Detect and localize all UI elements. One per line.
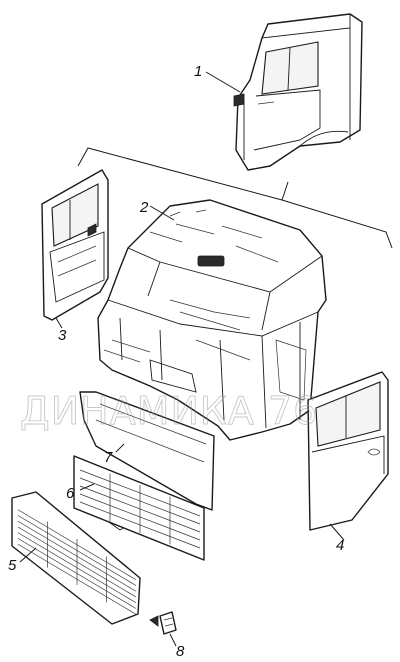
leader-1 — [205, 71, 241, 93]
cab-frame — [97, 199, 327, 441]
lower-grille — [11, 491, 141, 625]
callout-1: 1 — [194, 63, 202, 80]
leader-3 — [55, 317, 63, 329]
callout-6: 6 — [66, 485, 75, 502]
bracket-part — [149, 611, 177, 635]
radiator-grille — [73, 455, 205, 561]
right-door — [307, 371, 389, 531]
leader-5 — [19, 547, 37, 563]
callout-5: 5 — [8, 557, 17, 574]
assembled-cab — [233, 13, 363, 171]
callout-7: 7 — [104, 449, 113, 466]
callout-8: 8 — [176, 643, 185, 660]
left-door — [41, 169, 109, 321]
callout-2: 2 — [139, 199, 149, 216]
leader-4 — [329, 523, 345, 541]
front-panel — [79, 391, 215, 531]
callout-3: 3 — [58, 327, 67, 344]
leader-2 — [149, 205, 175, 221]
leader-8 — [169, 633, 177, 647]
watermark-text: ДИНАМИКА 76 — [20, 389, 318, 433]
callout-4: 4 — [336, 537, 344, 554]
leader-6 — [79, 483, 95, 491]
leader-7 — [115, 443, 125, 453]
